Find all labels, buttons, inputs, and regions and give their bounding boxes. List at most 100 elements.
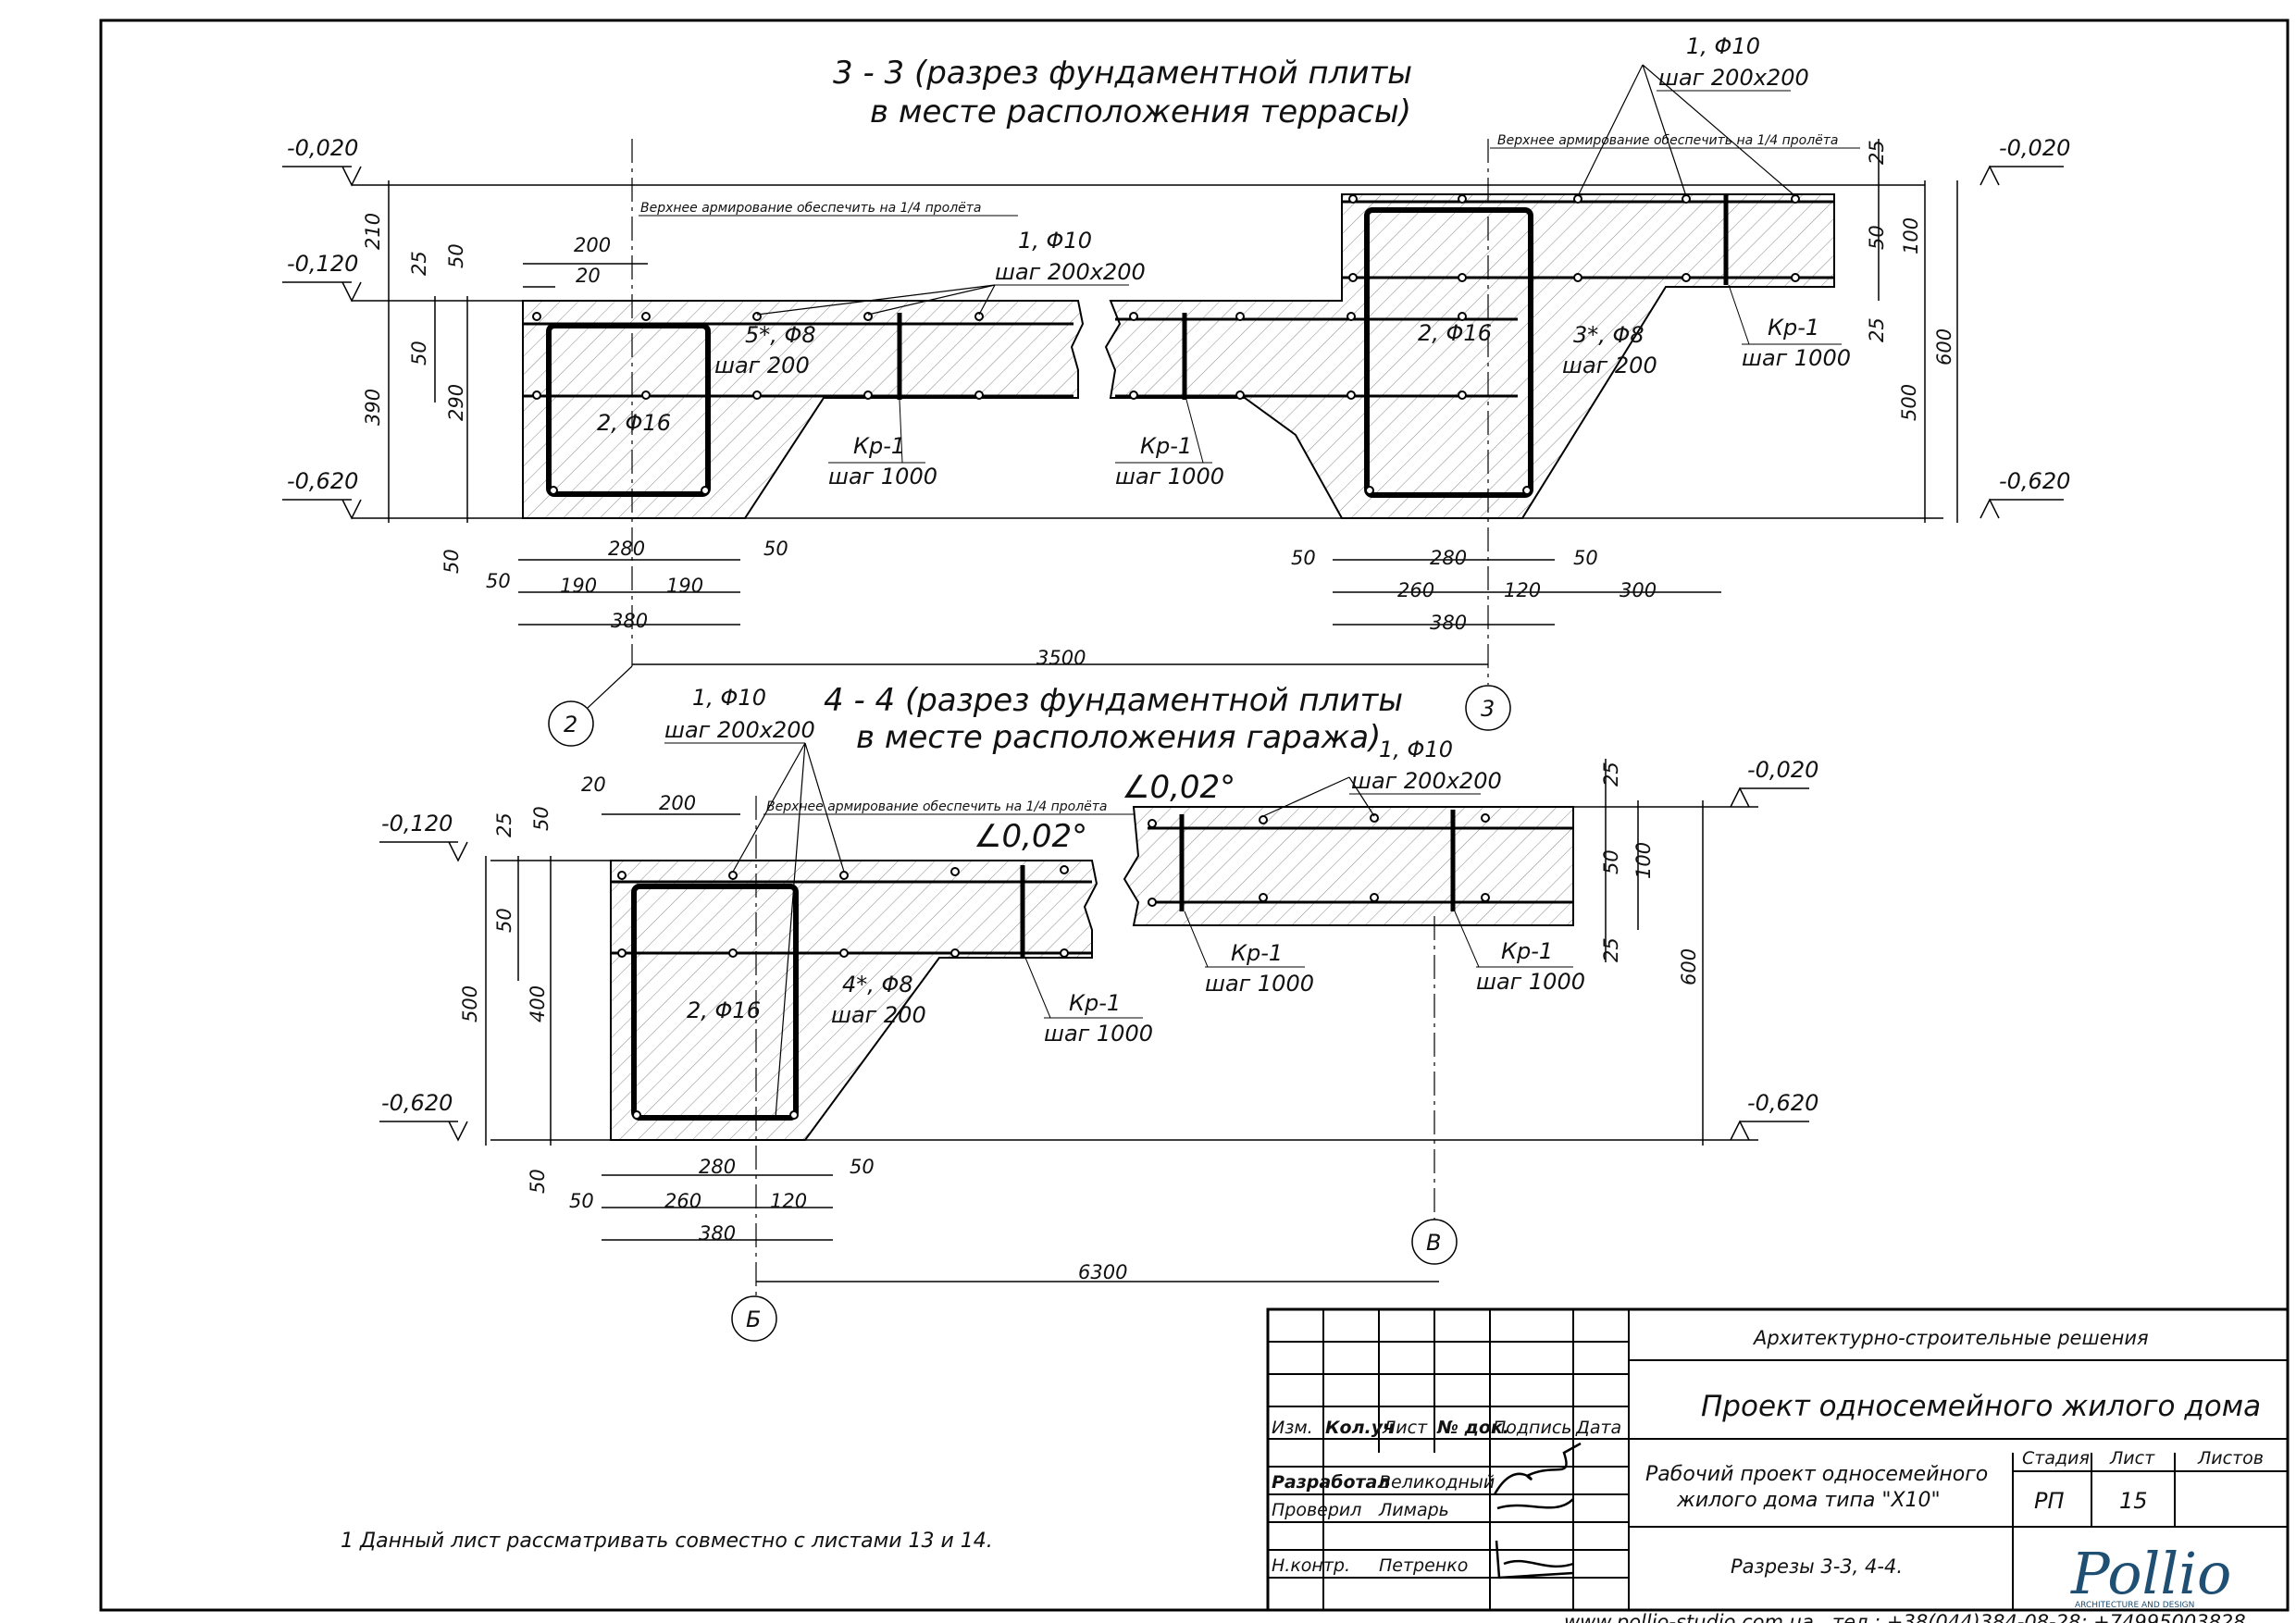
kr1-label-3a: Кр-1 — [1768, 315, 1819, 341]
dim-25: 25 — [408, 251, 430, 276]
rebar-3-a: 3*, Φ8 — [1573, 322, 1644, 348]
angle-label-1: ∠0,02° — [1122, 769, 1235, 806]
dim44-200: 200 — [659, 792, 696, 814]
rebar-1-right-b: шаг 200х200 — [1658, 65, 1809, 91]
tb-h-ndoc: № док. — [1436, 1418, 1509, 1438]
kr44-3b: шаг 1000 — [1476, 969, 1585, 995]
tb-h-stage: Стадия — [2022, 1448, 2090, 1468]
rebar-2-left: 2, Φ16 — [597, 410, 671, 436]
tb-h-izm: Изм. — [1272, 1418, 1313, 1438]
general-note: 1 Данный лист рассматривать совместно с … — [341, 1530, 993, 1553]
dim44-50e: 50 — [850, 1156, 875, 1178]
dimension-lines-4-4 — [485, 759, 1704, 1282]
tb-doc-line1: Рабочий проект односемейного — [1645, 1463, 1988, 1486]
dim-50c: 50 — [441, 549, 463, 574]
note-top-4-4: Верхнее армирование обеспечить на 1/4 пр… — [766, 799, 1108, 814]
rdim44-100: 100 — [1632, 842, 1655, 879]
dim-290: 290 — [445, 384, 467, 421]
note-top-left: Верхнее армирование обеспечить на 1/4 пр… — [640, 201, 982, 216]
axis-bubble-3 — [1465, 685, 1511, 731]
rdim-380: 380 — [1430, 612, 1467, 634]
rebar-5-a: 5*, Φ8 — [745, 322, 816, 348]
tb-h-kol: Кол.уч — [1325, 1418, 1395, 1438]
axis-bubble-v — [1411, 1219, 1458, 1265]
bar-points-3-3 — [532, 194, 1800, 495]
level-r1: -0,020 — [1999, 135, 2070, 161]
dim44-50a: 50 — [530, 806, 552, 831]
dim44-6300: 6300 — [1078, 1261, 1127, 1283]
signature-1 — [1493, 1442, 1582, 1510]
tb-h-sheets: Листов — [2197, 1448, 2264, 1468]
dim44-120: 120 — [770, 1190, 807, 1212]
rdim-100: 100 — [1900, 217, 1922, 254]
angle-label-2: ∠0,02° — [974, 818, 1087, 855]
level-44-r1: -0,020 — [1747, 757, 1818, 783]
signature-3 — [1495, 1540, 1574, 1580]
tb-discipline: Архитектурно-строительные решения — [1752, 1327, 2149, 1349]
level-l1: -0,020 — [287, 135, 358, 161]
level-r2: -0,620 — [1999, 468, 2070, 494]
dim-50a: 50 — [445, 243, 467, 268]
dim-50b: 50 — [408, 341, 430, 365]
rdim-300: 300 — [1620, 579, 1657, 601]
rdim-25a: 25 — [1866, 140, 1888, 165]
dim-190a: 190 — [560, 575, 597, 597]
rebar-44-1r-a: 1, Φ10 — [1379, 737, 1453, 762]
dim-50d: 50 — [486, 570, 511, 592]
level-44-r2: -0,620 — [1747, 1090, 1818, 1116]
dim44-50b: 50 — [493, 908, 515, 933]
rebar-1-right-a: 1, Φ10 — [1686, 33, 1760, 59]
rdim-25b: 25 — [1866, 317, 1888, 342]
level-marks-4-4 — [379, 787, 1809, 1142]
logo-text: Pollio — [2070, 1540, 2231, 1607]
axis-label-2: 2 — [564, 712, 577, 737]
section-3-3-title-line2: в месте расположения террасы) — [870, 93, 1411, 130]
kr44-2b: шаг 1000 — [1205, 971, 1314, 997]
dim44-50c: 50 — [527, 1169, 549, 1194]
dim44-260: 260 — [664, 1190, 701, 1212]
dim44-380: 380 — [699, 1222, 736, 1245]
sheet-frame — [99, 19, 2290, 1612]
kr1-label-3b: шаг 1000 — [1742, 345, 1851, 371]
dim-380: 380 — [611, 610, 648, 632]
rdim44-25a: 25 — [1600, 762, 1622, 787]
tb-h-list: Лист — [1382, 1418, 1428, 1438]
section-3-3: 3 - 3 (разрез фундаментной плиты в месте… — [282, 33, 2070, 747]
rdim-50b: 50 — [1573, 547, 1598, 569]
dim-50e: 50 — [763, 538, 788, 560]
rebar-44-2: 2, Φ16 — [687, 997, 761, 1023]
dim44-500: 500 — [459, 985, 481, 1022]
level-marks-3-3 — [282, 165, 2064, 520]
rdim-500: 500 — [1898, 384, 1920, 421]
section-4-4: 4 - 4 (разрез фундаментной плиты в месте… — [379, 682, 1818, 1342]
slab-right-4-4 — [1123, 806, 1574, 926]
rebar-cage-right — [1364, 207, 1533, 498]
kr1-label-1b: шаг 1000 — [828, 464, 937, 489]
dim-200: 200 — [574, 234, 611, 256]
tb-h-data: Дата — [1575, 1418, 1621, 1438]
level-44-l1: -0,120 — [381, 811, 453, 836]
axis-bubble-b — [731, 1295, 777, 1342]
tb-doc-line2: жилого дома типа "Х10" — [1676, 1489, 1941, 1512]
section-4-4-title-line2: в месте расположения гаража) — [856, 719, 1381, 756]
level-l2: -0,120 — [287, 251, 358, 277]
rebar-4-a: 4*, Φ8 — [842, 972, 913, 997]
dimension-lines-3-3-left — [388, 180, 1488, 665]
dim-280: 280 — [608, 538, 645, 560]
level-44-l2: -0,620 — [381, 1090, 453, 1116]
tb-r2-role: Проверил — [1272, 1500, 1361, 1520]
rebar-4-b: шаг 200 — [831, 1002, 926, 1028]
rdim44-50: 50 — [1600, 849, 1622, 874]
dim-3500: 3500 — [1036, 647, 1086, 669]
dim44-50d: 50 — [569, 1190, 594, 1212]
tb-project: Проект односемейного жилого дома — [1701, 1390, 2261, 1423]
rdim-50: 50 — [1866, 225, 1888, 250]
kr44-2a: Кр-1 — [1231, 940, 1283, 966]
kr44-3a: Кр-1 — [1501, 938, 1553, 964]
tb-r3-role: Н.контр. — [1272, 1555, 1350, 1576]
rebar-1-left-a: 1, Φ10 — [1018, 228, 1092, 254]
dim-190b: 190 — [666, 575, 703, 597]
tb-r3-name: Петренко — [1379, 1555, 1468, 1576]
level-l3: -0,620 — [287, 468, 358, 494]
